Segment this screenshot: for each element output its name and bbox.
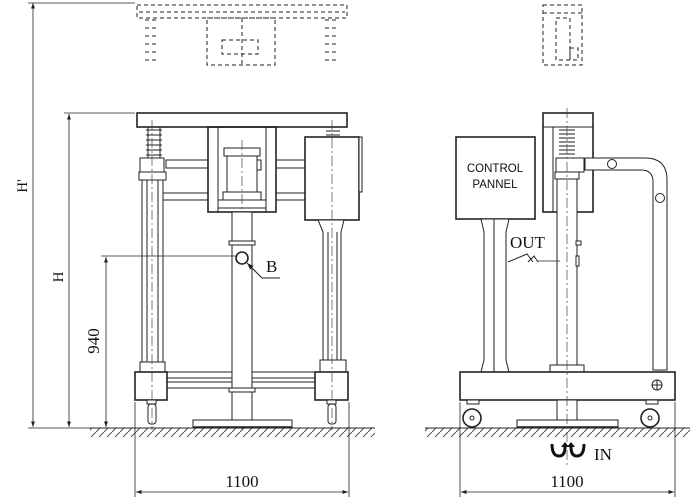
- control-panel: CONTROL PANNEL: [455, 136, 536, 373]
- outlet-valve: [575, 255, 580, 267]
- dim-height-label: H: [51, 271, 67, 282]
- left-column: [134, 120, 168, 430]
- raised-table-ghost: [136, 4, 348, 66]
- dim-width-side-label: 1100: [550, 472, 583, 491]
- port-b-circle: [235, 251, 249, 265]
- front-view: B: [15, 2, 375, 497]
- dimensions-side: [459, 402, 676, 497]
- push-handle[interactable]: [584, 157, 668, 371]
- ground-side: [425, 427, 690, 437]
- control-panel-label-line2: PANNEL: [472, 179, 518, 191]
- caster-left: [462, 399, 482, 428]
- dim-width-front-label: 1100: [225, 472, 258, 491]
- inlet-arrows-icon: [550, 442, 586, 458]
- center-column: [192, 211, 293, 428]
- caster-right: [640, 399, 660, 428]
- right-column: [304, 120, 363, 430]
- outlet-arrow: [507, 253, 539, 263]
- port-b-label: B: [266, 257, 277, 276]
- control-panel-label-line1: CONTROL: [467, 163, 524, 175]
- raised-head-ghost: [542, 4, 583, 66]
- motor-housing: [207, 126, 277, 430]
- port-b-leader: [246, 262, 280, 279]
- dim-port-height-label: 940: [84, 328, 103, 354]
- side-view: CONTROL PANNEL: [425, 4, 690, 497]
- dim-total-height-label: H': [15, 179, 31, 193]
- inlet-label: IN: [594, 445, 612, 464]
- table-top: [136, 112, 348, 128]
- dimensions-front: [28, 2, 350, 497]
- ground-front: [90, 427, 375, 437]
- foot-plate: [516, 419, 619, 428]
- outlet-label: OUT: [510, 233, 546, 252]
- mobile-base: [459, 371, 676, 401]
